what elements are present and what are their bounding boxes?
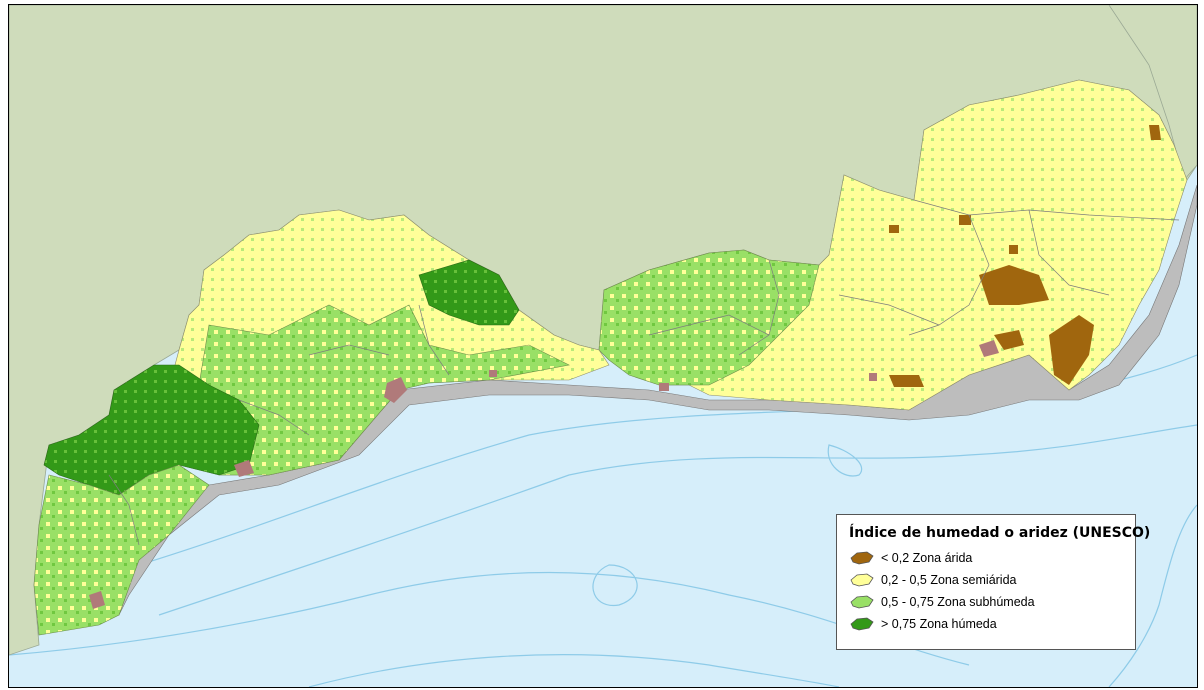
- legend-title: Índice de humedad o aridez (UNESCO): [849, 525, 1151, 541]
- legend-item-arid: < 0,2 Zona árida: [849, 547, 1123, 569]
- legend-swatch-semiarid-icon: [850, 573, 874, 587]
- legend-label-subhumid: 0,5 - 0,75 Zona subhúmeda: [881, 595, 1035, 609]
- legend-label-arid: < 0,2 Zona árida: [881, 551, 973, 565]
- legend-label-humid: > 0,75 Zona húmeda: [881, 617, 997, 631]
- legend-swatch-humid-icon: [850, 617, 874, 631]
- legend-swatch-arid-icon: [850, 551, 874, 565]
- municipality-borders: [108, 199, 1180, 546]
- urban-areas: [89, 340, 999, 609]
- zone-subhumid-southwest: [33, 464, 210, 636]
- legend-item-subhumid: 0,5 - 0,75 Zona subhúmeda: [849, 591, 1123, 613]
- map-frame: Índice de humedad o aridez (UNESCO) < 0,…: [8, 4, 1198, 688]
- zone-humid-west: [43, 364, 260, 496]
- coastal-strip: [108, 184, 1197, 616]
- map-canvas[interactable]: [9, 5, 1197, 687]
- zone-arid-patches: [889, 125, 1161, 387]
- zone-subhumid-middle: [598, 249, 820, 386]
- map-legend: Índice de humedad o aridez (UNESCO) < 0,…: [836, 514, 1151, 650]
- legend-item-semiarid: 0,2 - 0,5 Zona semiárida: [849, 569, 1123, 591]
- legend-label-semiarid: 0,2 - 0,5 Zona semiárida: [881, 573, 1017, 587]
- legend-swatch-subhumid-icon: [850, 595, 874, 609]
- zone-humid-ronda: [418, 259, 520, 326]
- legend-item-humid: > 0,75 Zona húmeda: [849, 613, 1123, 635]
